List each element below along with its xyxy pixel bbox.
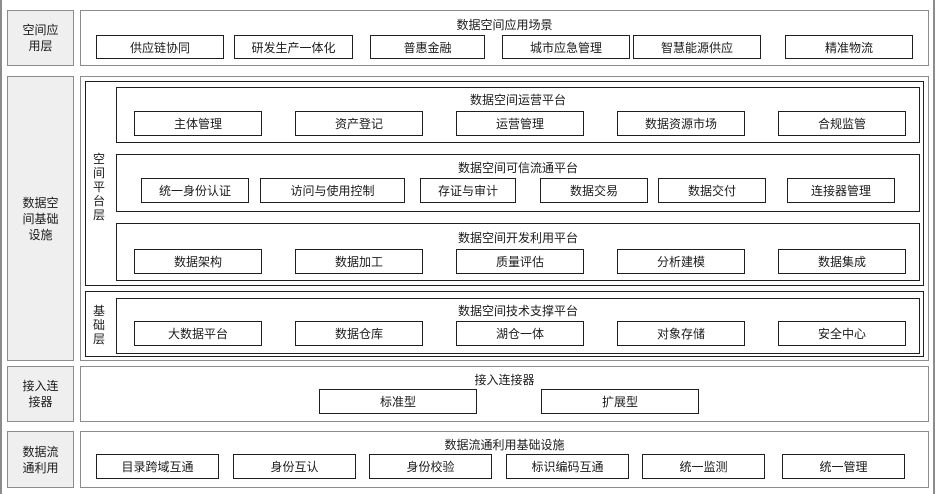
circulation-item-management: 统一管理 [782, 454, 905, 479]
circulation-layer-title: 数据流通利用基础设施 [444, 438, 565, 452]
app-item-smart-energy: 智慧能源供应 [633, 35, 761, 59]
operation-item-market: 数据资源市场 [617, 111, 745, 136]
access-item-standard: 标准型 [319, 389, 477, 414]
base-sublayer-label: 基础层 [92, 304, 105, 346]
dev-item-integration: 数据集成 [778, 249, 906, 274]
base-sublayer: 基础层 数据空间技术支撑平台 大数据平台 数据仓库 湖仓一体 对象存储 安全中心 [85, 291, 924, 357]
trusted-item-trading: 数据交易 [540, 178, 648, 203]
operation-item-asset: 资产登记 [295, 111, 423, 136]
tech-item-security: 安全中心 [778, 321, 906, 346]
trusted-item-audit: 存证与审计 [420, 178, 516, 203]
circulation-item-identifier: 标识编码互通 [506, 454, 629, 479]
tech-item-bigdata: 大数据平台 [134, 321, 262, 346]
circulation-layer-label: 数据流 通利用 [7, 431, 74, 488]
access-layer-panel: 接入连接器 标准型 扩展型 [80, 366, 929, 422]
platform-sublayer-label: 空间平台层 [92, 152, 105, 222]
circulation-item-catalog: 目录跨域互通 [96, 454, 219, 479]
operation-item-entity: 主体管理 [134, 111, 262, 136]
trusted-item-connector-mgmt: 连接器管理 [787, 178, 895, 203]
development-platform-title: 数据空间开发利用平台 [457, 231, 578, 245]
access-item-extended: 扩展型 [541, 389, 699, 414]
dev-item-modeling: 分析建模 [617, 249, 745, 274]
circulation-item-identity-mutual: 身份互认 [233, 454, 356, 479]
infra-layer-label: 数据空 间基础 设施 [7, 76, 74, 361]
circulation-layer-panel: 数据流通利用基础设施 目录跨域互通 身份互认 身份校验 标识编码互通 统一监测 … [80, 431, 929, 488]
app-layer-panel: 数据空间应用场景 供应链协同 研发生产一体化 普惠金融 城市应急管理 智慧能源供… [80, 10, 929, 66]
dev-item-quality: 质量评估 [456, 249, 584, 274]
tech-platform-title: 数据空间技术支撑平台 [457, 304, 578, 318]
tech-item-warehouse: 数据仓库 [295, 321, 423, 346]
app-layer-title: 数据空间应用场景 [456, 18, 553, 32]
access-layer-title: 接入连接器 [474, 373, 535, 387]
dev-item-processing: 数据加工 [295, 249, 423, 274]
operation-item-compliance: 合规监管 [778, 111, 906, 136]
infra-layer-panel: 空间平台层 数据空间运营平台 主体管理 资产登记 运营管理 数据资源市场 合规监… [80, 76, 929, 361]
trusted-item-access: 访问与使用控制 [260, 178, 405, 203]
frame-right-edge [933, 0, 935, 494]
circulation-item-monitoring: 统一监测 [642, 454, 765, 479]
app-item-city-emergency: 城市应急管理 [502, 35, 630, 59]
frame-left-edge [0, 0, 2, 494]
app-item-logistics: 精准物流 [785, 35, 913, 59]
platform-sublayer: 空间平台层 数据空间运营平台 主体管理 资产登记 运营管理 数据资源市场 合规监… [85, 81, 924, 286]
trusted-platform: 数据空间可信流通平台 统一身份认证 访问与使用控制 存证与审计 数据交易 数据交… [116, 154, 920, 212]
app-item-supply-chain: 供应链协同 [96, 35, 224, 59]
tech-item-lakehouse: 湖仓一体 [456, 321, 584, 346]
dev-item-architecture: 数据架构 [134, 249, 262, 274]
operation-platform-title: 数据空间运营平台 [469, 93, 566, 107]
operation-platform: 数据空间运营平台 主体管理 资产登记 运营管理 数据资源市场 合规监管 [116, 87, 920, 143]
app-layer-label: 空间应 用层 [7, 10, 74, 66]
trusted-platform-title: 数据空间可信流通平台 [457, 161, 578, 175]
circulation-item-identity-verify: 身份校验 [369, 454, 492, 479]
access-layer-label: 接入连 接器 [7, 366, 74, 422]
app-item-rd-production: 研发生产一体化 [234, 35, 353, 59]
tech-platform: 数据空间技术支撑平台 大数据平台 数据仓库 湖仓一体 对象存储 安全中心 [116, 298, 920, 354]
development-platform: 数据空间开发利用平台 数据架构 数据加工 质量评估 分析建模 数据集成 [116, 223, 920, 281]
trusted-item-identity: 统一身份认证 [141, 178, 249, 203]
app-item-inclusive-finance: 普惠金融 [370, 35, 485, 59]
operation-item-ops: 运营管理 [456, 111, 584, 136]
tech-item-object-storage: 对象存储 [617, 321, 745, 346]
trusted-item-delivery: 数据交付 [658, 178, 766, 203]
